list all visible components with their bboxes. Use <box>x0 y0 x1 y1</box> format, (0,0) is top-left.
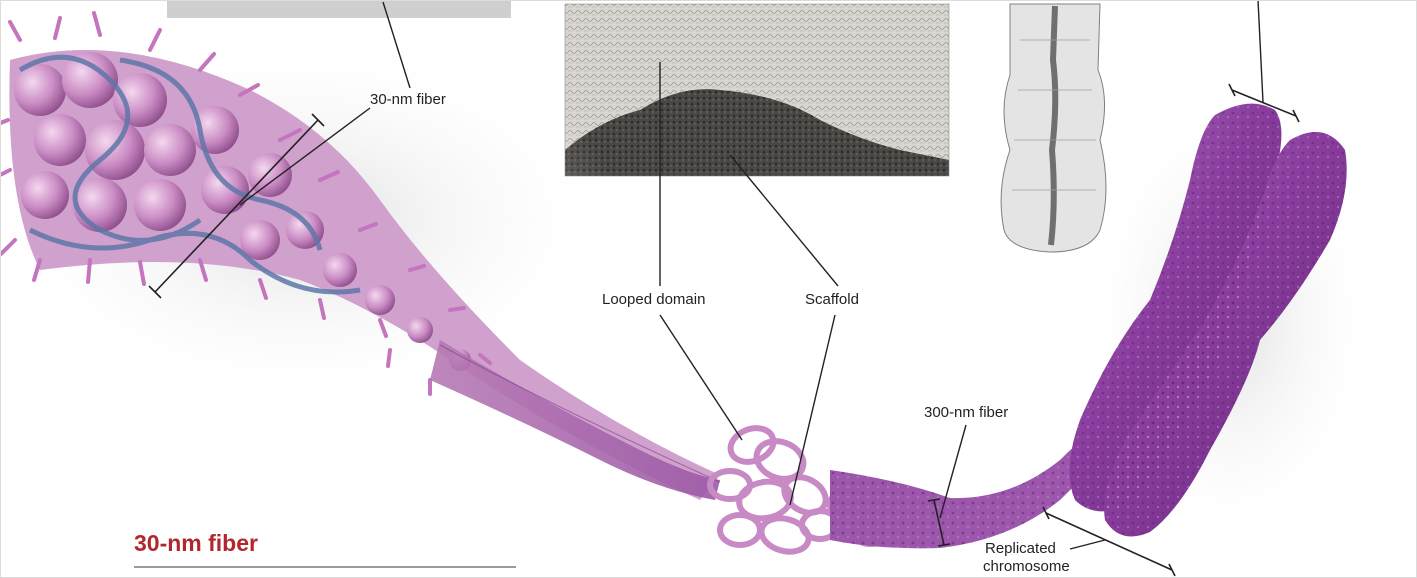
label-300nm-fiber: 300-nm fiber <box>924 404 1008 421</box>
label-replicated-chromosome-line1: Replicated <box>985 540 1056 557</box>
label-looped-domain: Looped domain <box>602 291 705 308</box>
scaffold-micrograph <box>565 4 949 176</box>
fiber-transition <box>430 340 720 500</box>
title-divider <box>134 566 516 568</box>
chromosome-micrograph <box>1001 4 1106 252</box>
panel-title: 30-nm fiber <box>134 530 258 557</box>
label-scaffold: Scaffold <box>805 291 859 308</box>
label-30nm-fiber: 30-nm fiber <box>370 91 446 108</box>
micrograph-top-left <box>167 0 511 18</box>
label-replicated-chromosome-line2: chromosome <box>983 558 1070 575</box>
replicated-chromosome-illustration <box>1070 90 1380 550</box>
